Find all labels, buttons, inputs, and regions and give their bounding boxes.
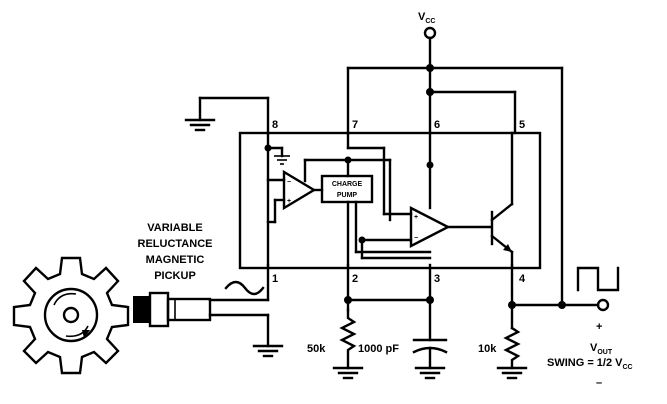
resistor-10k <box>503 326 521 370</box>
svg-text:+: + <box>414 214 418 221</box>
junction-vcc-top <box>426 64 434 72</box>
pin-label-3: 3 <box>434 273 440 285</box>
output-plus: + <box>596 321 602 333</box>
svg-text:−: − <box>414 235 418 242</box>
junction-output <box>558 301 566 309</box>
pin-label-5: 5 <box>519 119 525 131</box>
ic-package-outline <box>238 131 542 270</box>
vcc-terminal <box>423 26 437 40</box>
output-transistor-collector <box>490 202 514 222</box>
input-comparator <box>282 169 317 211</box>
swing-label: SWING = 1/2 VCC <box>547 357 633 371</box>
junction-pin6 <box>426 161 434 169</box>
magnetic-pickup-icon <box>133 291 212 328</box>
vout-terminal <box>596 298 610 312</box>
svg-text:CHARGE: CHARGE <box>332 181 363 188</box>
pin-label-2: 2 <box>352 273 358 285</box>
resistor-10k-label: 10k <box>478 343 497 355</box>
pin-label-1: 1 <box>272 273 278 285</box>
svg-text:+: + <box>287 198 291 205</box>
junction-pin2 <box>344 296 352 304</box>
pin-label-8: 8 <box>272 119 278 131</box>
junction-pin4 <box>508 301 516 309</box>
junction-vcc-pin5 <box>426 88 434 96</box>
square-wave-icon <box>576 266 620 292</box>
pin-label-6: 6 <box>434 119 440 131</box>
pickup-label-line1: VARIABLE <box>147 222 202 234</box>
junction-charge-pump <box>344 156 352 164</box>
pickup-label-line3: MAGNETIC <box>146 254 205 266</box>
pickup-label-line4: PICKUP <box>154 270 196 282</box>
junction-comparator-input <box>358 236 366 244</box>
vout-label: VOUT <box>590 342 613 356</box>
gear-icon <box>12 256 130 375</box>
output-minus: – <box>596 377 602 389</box>
ac-signal-icon <box>224 280 265 296</box>
pickup-label-line2: RELUCTANCE <box>138 238 213 250</box>
resistor-50k-label: 50k <box>307 343 326 355</box>
resistor-50k <box>339 308 357 370</box>
output-comparator <box>409 206 451 248</box>
svg-text:PUMP: PUMP <box>337 192 358 199</box>
pin-label-7: 7 <box>352 119 358 131</box>
vcc-label: VCC <box>418 11 435 25</box>
svg-text:−: − <box>287 179 291 186</box>
pin-label-4: 4 <box>519 273 526 285</box>
capacitor-label: 1000 pF <box>358 343 399 355</box>
